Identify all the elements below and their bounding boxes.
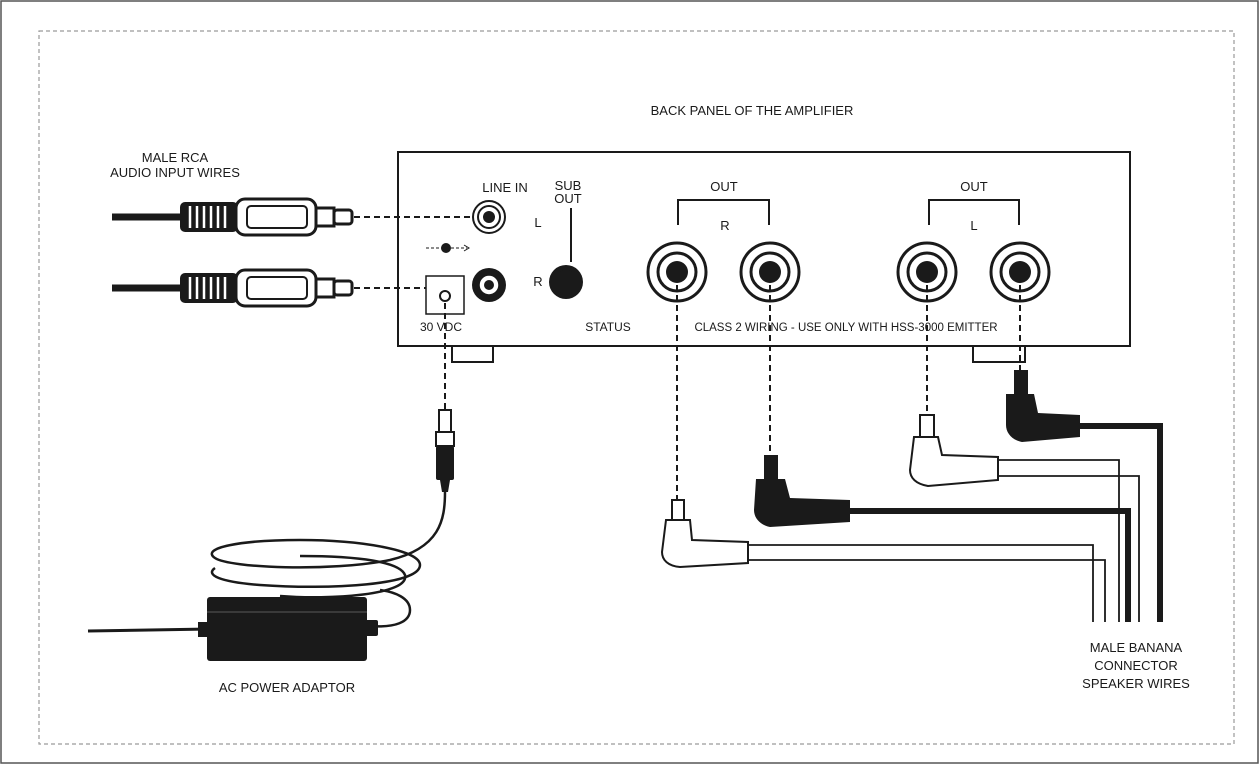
rca-label-line1: MALE RCA — [142, 150, 209, 165]
banana-label-line3: SPEAKER WIRES — [1082, 676, 1190, 691]
banana-plug-4 — [1006, 370, 1080, 442]
speaker-out-right-plus-jack — [646, 241, 708, 303]
line-in-right-jack — [472, 268, 506, 302]
dc-input-label: 30 VDC — [420, 320, 462, 334]
sub-out-jack — [549, 265, 583, 299]
status-label: STATUS — [585, 320, 631, 334]
speaker-cable-4 — [1080, 423, 1163, 622]
speaker-cable-1 — [748, 544, 1106, 622]
out-right-bracket — [677, 199, 770, 225]
line-in-left-jack — [472, 200, 506, 234]
rca-plug-left — [112, 197, 354, 237]
dashed-frame — [38, 30, 1235, 745]
speaker-out-left-plus-jack — [896, 241, 958, 303]
out-right-channel-label: R — [720, 218, 729, 233]
foot-right — [972, 346, 1026, 363]
foot-left — [451, 346, 494, 363]
out-left-bracket — [928, 199, 1020, 225]
rca-label-line2: AUDIO INPUT WIRES — [110, 165, 240, 180]
ac-power-adaptor-label: AC POWER ADAPTOR — [219, 680, 355, 695]
class2-warning-label: CLASS 2 WIRING - USE ONLY WITH HSS-3000 … — [694, 322, 997, 334]
sub-out-label-line2: OUT — [554, 191, 582, 206]
banana-plug-1 — [660, 499, 749, 569]
banana-plug-3 — [908, 414, 999, 488]
line-in-left-label: L — [534, 215, 541, 230]
dc-barrel-plug — [435, 409, 455, 492]
banana-label-line2: CONNECTOR — [1094, 658, 1178, 673]
banana-label-line1: MALE BANANA — [1090, 640, 1183, 655]
out-left-channel-label: L — [970, 218, 977, 233]
speaker-cable-3 — [998, 459, 1140, 622]
line-in-label: LINE IN — [482, 180, 528, 195]
speaker-cable-2 — [850, 508, 1131, 622]
speaker-out-left-minus-jack — [989, 241, 1051, 303]
sub-out-label-line1: SUB — [555, 178, 582, 193]
speaker-out-right-minus-jack — [739, 241, 801, 303]
out-right-group-label: OUT — [710, 179, 738, 194]
rca-plug-right — [112, 268, 354, 308]
out-left-group-label: OUT — [960, 179, 988, 194]
dc-polarity-icon — [426, 243, 470, 253]
line-in-right-label: R — [533, 274, 542, 289]
banana-plug-2 — [754, 455, 850, 527]
back-panel-title: BACK PANEL OF THE AMPLIFIER — [651, 103, 854, 118]
ac-power-adaptor — [198, 597, 378, 661]
